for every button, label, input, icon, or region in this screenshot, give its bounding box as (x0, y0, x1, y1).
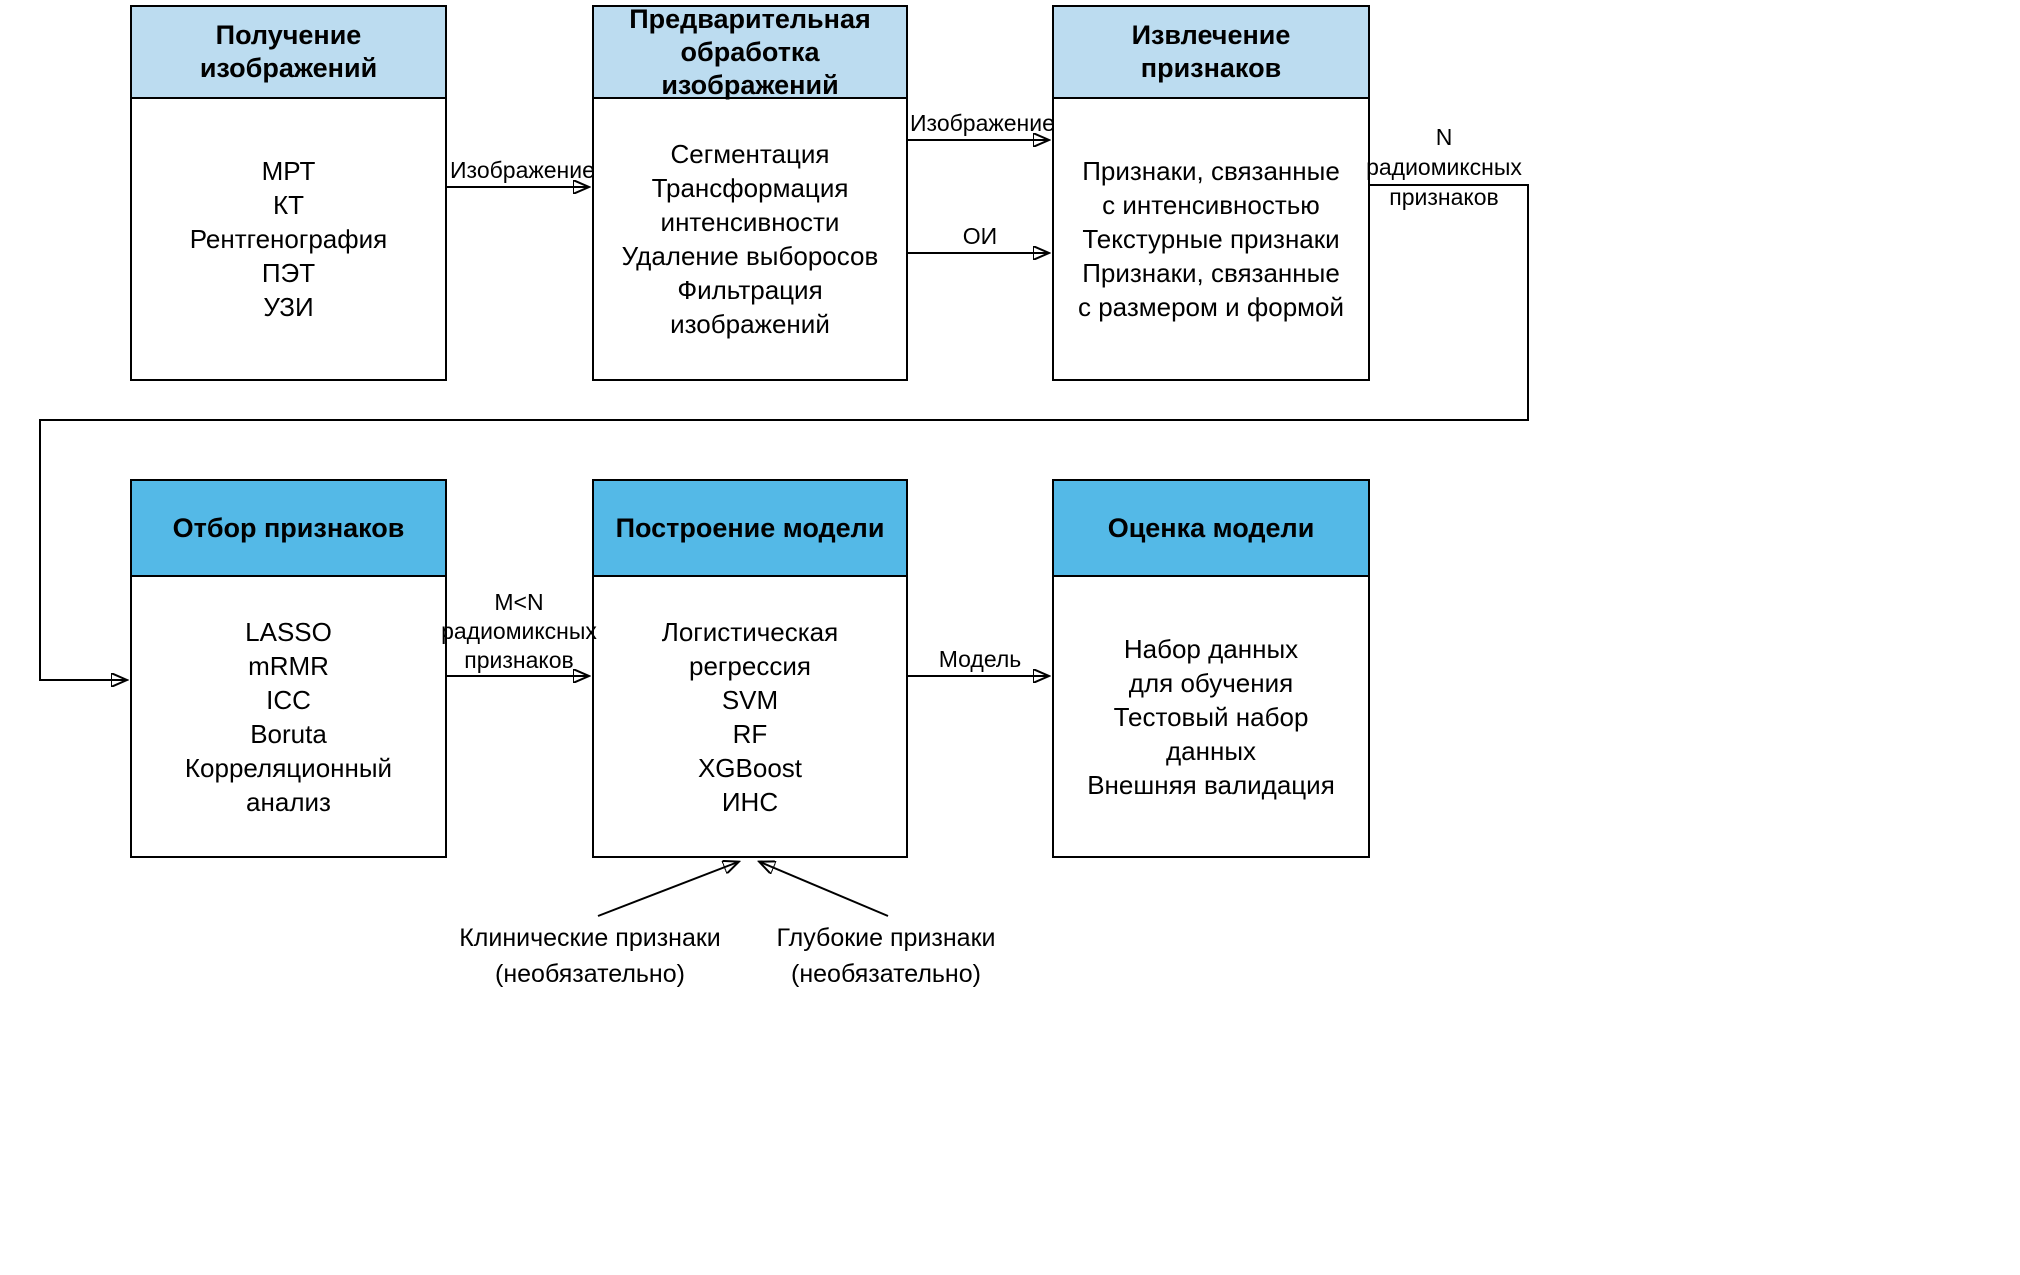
box-image-preprocessing-body: Сегментация Трансформация интенсивности … (621, 139, 879, 339)
label-preprocessing-to-extraction-roi: ОИ (962, 223, 998, 249)
box-model-evaluation-title: Оценка модели (1054, 481, 1368, 577)
box-feature-selection-title: Отбор признаков (132, 481, 445, 577)
arrow-extraction-to-selection (39, 184, 1529, 680)
box-image-preprocessing-title: Предварительная обработка изображений (594, 4, 906, 100)
label-deep-features: Глубокие признаки (необязательно) (776, 924, 996, 988)
arrow-clinical-features-to-model (597, 862, 738, 917)
box-model-building-body: Логистическая регрессия SVM RF XGBoost И… (661, 616, 839, 817)
label-selection-to-model: M<N радиомиксных признаков (441, 589, 597, 673)
label-preprocessing-to-extraction-image: Изображение (910, 110, 1055, 136)
box-model-building-title: Построение модели (594, 481, 906, 577)
label-clinical-features: Клинические признаки (необязательно) (459, 924, 721, 988)
arrow-deep-features-to-model (760, 862, 889, 917)
box-model-evaluation: Оценка модели Набор данных для обучения … (1052, 479, 1370, 858)
box-image-acquisition-title: Получение изображений (132, 7, 445, 99)
box-model-building: Построение модели Логистическая регресси… (592, 479, 908, 858)
label-model-to-evaluation: Модель (938, 646, 1022, 672)
box-image-acquisition-body: МРТ КТ Рентгенография ПЭТ УЗИ (189, 156, 388, 322)
box-feature-selection-body: LASSO mRMR ICC Boruta Корреляционный ана… (184, 616, 393, 817)
label-extraction-output: N радиомиксных признаков (1366, 124, 1522, 210)
box-image-preprocessing: Предварительная обработка изображений Се… (592, 4, 908, 381)
box-feature-extraction-title: Извлечение признаков (1054, 7, 1368, 99)
box-model-evaluation-body: Набор данных для обучения Тестовый набор… (1087, 633, 1335, 800)
box-feature-selection: Отбор признаков LASSO mRMR ICC Boruta Ко… (130, 479, 447, 858)
label-acquisition-to-preprocessing: Изображение (450, 157, 595, 183)
box-image-acquisition: Получение изображений МРТ КТ Рентгеногра… (130, 5, 447, 381)
box-feature-extraction-body: Признаки, связанные с интенсивностью Тек… (1077, 156, 1345, 322)
box-feature-extraction: Извлечение признаков Признаки, связанные… (1052, 5, 1370, 381)
